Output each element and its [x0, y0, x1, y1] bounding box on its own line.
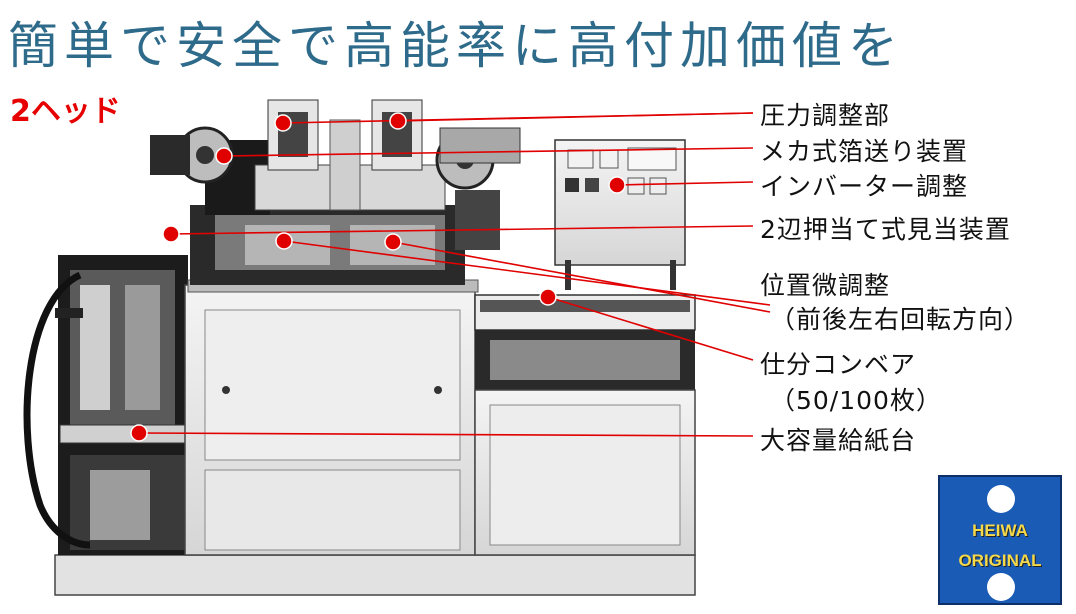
label-fine-position-directions: （前後左右回転方向）	[770, 305, 1031, 334]
label-sorting-conveyor-capacity: （50/100枚）	[770, 386, 942, 415]
head-left	[254, 164, 341, 211]
label-paper-feed: 大容量給紙台	[760, 426, 917, 455]
badge-hole-top	[987, 485, 1015, 513]
badge-line-2: ORIGINAL	[958, 551, 1042, 570]
head-right	[359, 164, 446, 211]
callout-lines	[138, 112, 771, 437]
head-count-label: 2ヘッド	[10, 94, 121, 129]
machine-base	[54, 554, 696, 596]
label-inverter-adjust: インバーター調整	[760, 172, 969, 201]
badge-hole-bottom	[987, 573, 1015, 601]
heiwa-original-badge: HEIWA ORIGINAL	[938, 475, 1062, 605]
label-registration: 2辺押当て式見当装置	[760, 215, 1011, 244]
label-fine-position: 位置微調整	[760, 271, 891, 300]
label-sorting-conveyor: 仕分コンベア	[760, 350, 917, 379]
air-hose	[23, 271, 91, 549]
label-pressure-adjust: 圧力調整部	[760, 101, 891, 130]
page-title: 簡単で安全で高能率に高付加価値を	[8, 17, 904, 75]
callout-dots	[130, 112, 626, 442]
label-foil-feed: メカ式箔送り装置	[760, 137, 969, 166]
badge-line-1: HEIWA	[972, 521, 1028, 540]
